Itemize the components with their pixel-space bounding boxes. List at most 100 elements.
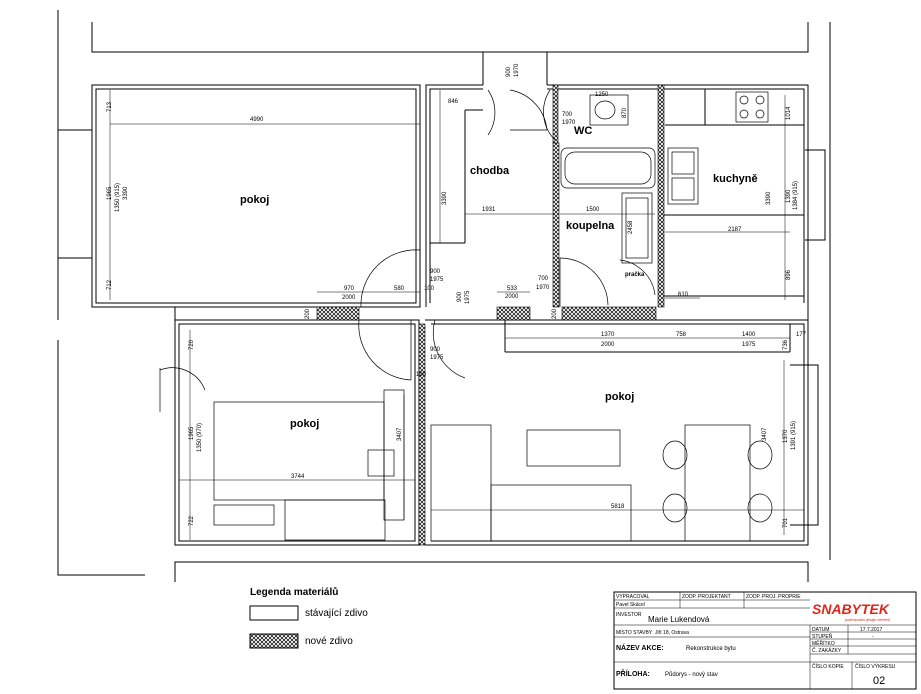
tb-priloha-value: Půdorys - nový stav: [665, 671, 718, 678]
dim-3390b: 3390: [442, 191, 448, 205]
dim-2187: 2187: [728, 227, 742, 233]
dim-177: 177: [796, 332, 807, 338]
dim-3407b: 3407: [762, 427, 768, 441]
dim-1250: 1250: [595, 92, 609, 98]
dim-1975b: 1975: [430, 277, 444, 283]
room-label-wc: WC: [574, 125, 592, 137]
room-label-koupelna: koupelna: [566, 220, 615, 232]
dim-713: 713: [107, 101, 113, 112]
new-walls: [316, 84, 665, 546]
dim-1970k: 1970: [536, 285, 550, 291]
tb-misto-value: Jiří 18, Ostrava: [655, 630, 689, 636]
dim-1391: 1391 (915): [791, 421, 797, 450]
tb-meritko-label: MĚŘÍTKO: [812, 639, 835, 647]
dim-701: 701: [783, 517, 789, 528]
tb-priloha-label: PŘÍLOHA:: [616, 669, 650, 678]
dim-712: 712: [107, 279, 113, 290]
dim-1500: 1500: [586, 207, 600, 213]
dim-3744: 3744: [291, 474, 305, 480]
dim-100a: 100: [424, 286, 435, 292]
dim-3390a: 3390: [123, 186, 129, 200]
dim-100b: 100: [416, 372, 427, 378]
dim-846: 846: [448, 99, 459, 105]
tb-investor-label: INVESTOR: [616, 612, 642, 618]
dim-200a: 200: [305, 308, 311, 319]
dim-533: 533: [507, 286, 518, 292]
dim-580: 580: [394, 286, 405, 292]
tb-investor-value: Marie Lukendová: [648, 615, 710, 624]
tb-c-zakazky-label: Č. ZAKÁZKY: [812, 647, 842, 654]
dim-610: 610: [678, 292, 689, 298]
legend-swatch-new: [249, 633, 299, 649]
legend-label-new: nové zdivo: [305, 636, 353, 647]
dim-700k: 700: [538, 276, 549, 282]
legend-title: Legenda materiálů: [250, 586, 338, 598]
dim-1384: 1384 (915): [793, 181, 799, 210]
tb-datum-value: 17.7.2017: [860, 627, 882, 633]
legend-label-existing: stávající zdivo: [305, 608, 368, 619]
tb-cislo-kopie-label: ČÍSLO KOPIE: [812, 663, 844, 670]
legend-swatch-existing: [249, 605, 299, 621]
dim-736: 736: [783, 339, 789, 350]
tb-vypracoval-label: VYPRACOVAL: [616, 594, 650, 600]
dim-900d: 900: [430, 347, 441, 353]
tb-zodp-projektant: ZODP. PROJEKTANT: [682, 594, 731, 600]
dim-200b: 200: [552, 308, 558, 319]
tb-vypracoval-value: Pavel Skácel: [616, 602, 645, 608]
dim-1975d: 1975: [430, 355, 444, 361]
dim-2000a: 2000: [342, 295, 356, 301]
dim-970a: 970: [344, 286, 355, 292]
dim-2458: 2458: [628, 220, 634, 234]
dim-3390c: 3390: [766, 191, 772, 205]
room-label-kuchyne: kuchyně: [713, 173, 758, 185]
dim-900-top: 900: [506, 66, 512, 77]
dim-896: 896: [786, 269, 792, 280]
dim-3407a: 3407: [397, 427, 403, 441]
dim-1400: 1400: [742, 332, 756, 338]
dim-4990: 4990: [250, 117, 264, 123]
snabytek-logo-tagline: profesionální design interiérů: [844, 618, 890, 622]
title-block: VYPRACOVAL ZODP. PROJEKTANT ZODP. PROJ. …: [613, 591, 917, 690]
dim-722: 722: [189, 515, 195, 526]
dim-1390: 1390: [786, 189, 792, 203]
walls: [91, 52, 809, 546]
dim-900c: 900: [457, 291, 463, 302]
room-label-pokoj-top-left: pokoj: [240, 194, 269, 206]
dimension-texts: 4990 713 1965 1350 (915) 3390 712 846 90…: [107, 63, 807, 528]
dim-1350a: 1350 (915): [115, 183, 121, 212]
fixtures: [213, 91, 773, 542]
dim-1975c: 1975: [465, 290, 471, 304]
dim-1970-wc: 1970: [562, 120, 576, 126]
dim-1931: 1931: [482, 207, 496, 213]
legend: Legenda materiálů stávající zdivo nové z…: [249, 586, 368, 649]
snabytek-logo: SNABYTEK: [812, 601, 890, 617]
room-label-pracka: pračka: [625, 272, 645, 278]
dim-758: 758: [676, 332, 687, 338]
tb-datum-label: DATUM: [812, 627, 829, 633]
dim-1370b: 1370: [783, 429, 789, 443]
tb-stupen-label: STUPEŇ: [812, 633, 833, 640]
tb-stupen-value: -: [872, 634, 874, 640]
dim-870: 870: [622, 107, 628, 118]
room-label-pokoj-bottom-left: pokoj: [290, 418, 319, 430]
tb-zodp-proj: ZODP. PROJ. PROPRIE: [746, 594, 801, 600]
dim-1350b: 1350 (970): [197, 423, 203, 452]
dim-1370: 1370: [601, 332, 615, 338]
dim-720: 720: [189, 339, 195, 350]
dim-2000b: 2000: [505, 294, 519, 300]
tb-misto-label: MÍSTO STAVBY: [616, 629, 653, 636]
tb-cislo-vykresu-label: ČÍSLO VÝKRESU: [855, 663, 896, 670]
door-swings: [159, 89, 656, 412]
dim-1970-top: 1970: [514, 63, 520, 77]
tb-cislo-vykresu-value: 02: [873, 675, 885, 687]
dim-1965a: 1965: [107, 186, 113, 200]
dim-700-wc: 700: [562, 112, 573, 118]
dim-1965b: 1965: [189, 426, 195, 440]
dimension-lines: [109, 90, 804, 540]
dim-2000c: 2000: [601, 342, 615, 348]
room-label-chodba: chodba: [470, 165, 510, 177]
dim-5818: 5818: [611, 504, 625, 510]
tb-nazev-label: NÁZEV AKCE:: [616, 643, 664, 652]
tb-nazev-value: Rekonstrukce bytu: [686, 646, 736, 652]
